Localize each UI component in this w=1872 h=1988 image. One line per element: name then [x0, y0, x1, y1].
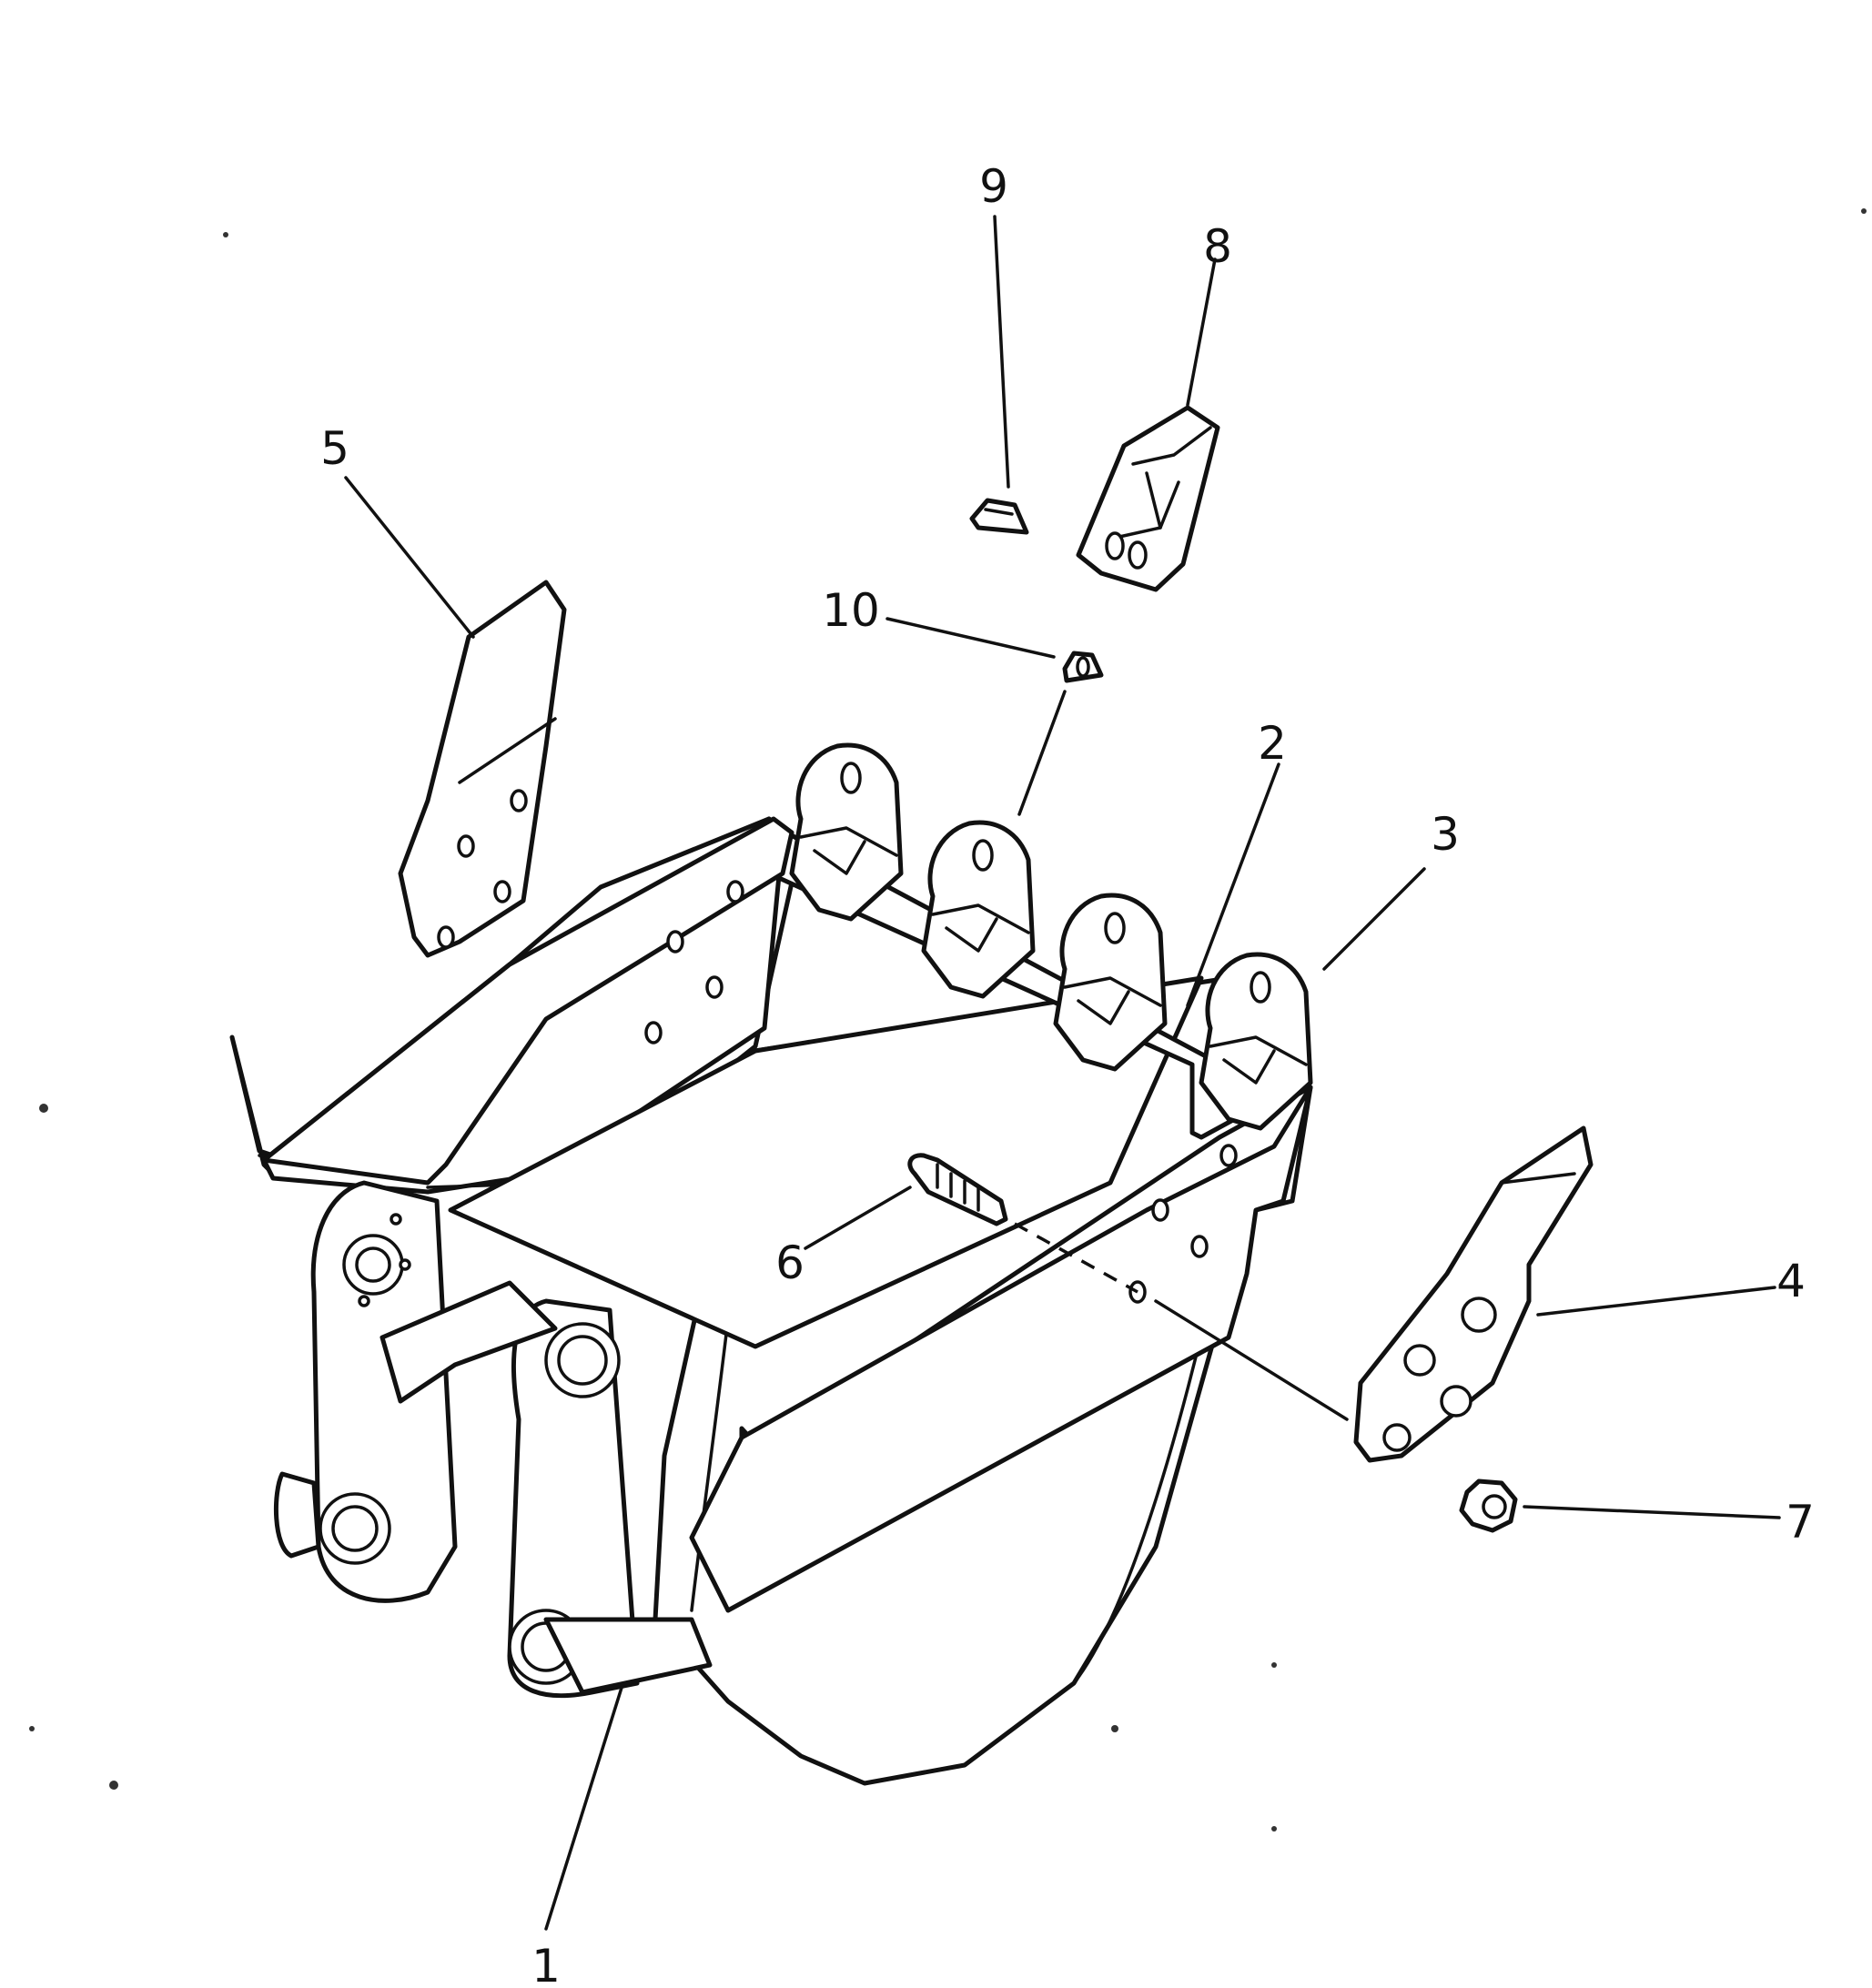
callout-5: 5 [320, 422, 349, 475]
callout-10: 10 [822, 584, 880, 637]
leader-3 [1322, 867, 1426, 971]
tooth-2 [921, 820, 1036, 999]
tooth-1 [789, 742, 904, 922]
bucket-body [229, 816, 1313, 1786]
leader-5 [344, 476, 475, 639]
leader-6 [804, 1186, 912, 1250]
leader-7 [1523, 1505, 1781, 1519]
tooth-4 [1199, 952, 1313, 1131]
tooth-point [1076, 405, 1220, 592]
callout-6: 6 [775, 1236, 804, 1289]
bucket-left-lug [274, 1471, 321, 1559]
scan-specks [29, 208, 1867, 1832]
leader-10 [885, 617, 1056, 659]
side-cutter-right [1353, 1125, 1594, 1463]
side-cutter-left [398, 580, 567, 958]
leader-8 [1186, 257, 1217, 407]
bucket-cross-beam [379, 1280, 558, 1404]
bucket-teeth [789, 742, 1313, 1131]
bucket-left-side-plate [261, 816, 794, 1186]
callout-1: 1 [531, 1940, 561, 1988]
callout-2: 2 [1258, 717, 1287, 770]
tooth-3 [1053, 893, 1168, 1072]
callout-labels: 1 2 3 4 5 6 7 8 9 10 [320, 160, 1815, 1988]
callout-4: 4 [1776, 1255, 1806, 1307]
nut [1459, 1478, 1518, 1533]
callout-9: 9 [979, 160, 1008, 213]
callout-7: 7 [1786, 1496, 1815, 1549]
leader-lines [344, 215, 1781, 1931]
bucket-lower-beam [543, 1617, 713, 1695]
callout-8: 8 [1203, 220, 1232, 273]
callout-3: 3 [1431, 808, 1460, 861]
bolt [907, 1153, 1008, 1226]
leader-1 [544, 1686, 623, 1931]
leader-9 [993, 215, 1010, 489]
leader-2 [1186, 762, 1280, 1007]
lock-pin [969, 498, 1029, 535]
leader-4 [1536, 1286, 1776, 1317]
lock-washer [1062, 651, 1104, 683]
leader-10-to-tooth [1017, 690, 1067, 816]
